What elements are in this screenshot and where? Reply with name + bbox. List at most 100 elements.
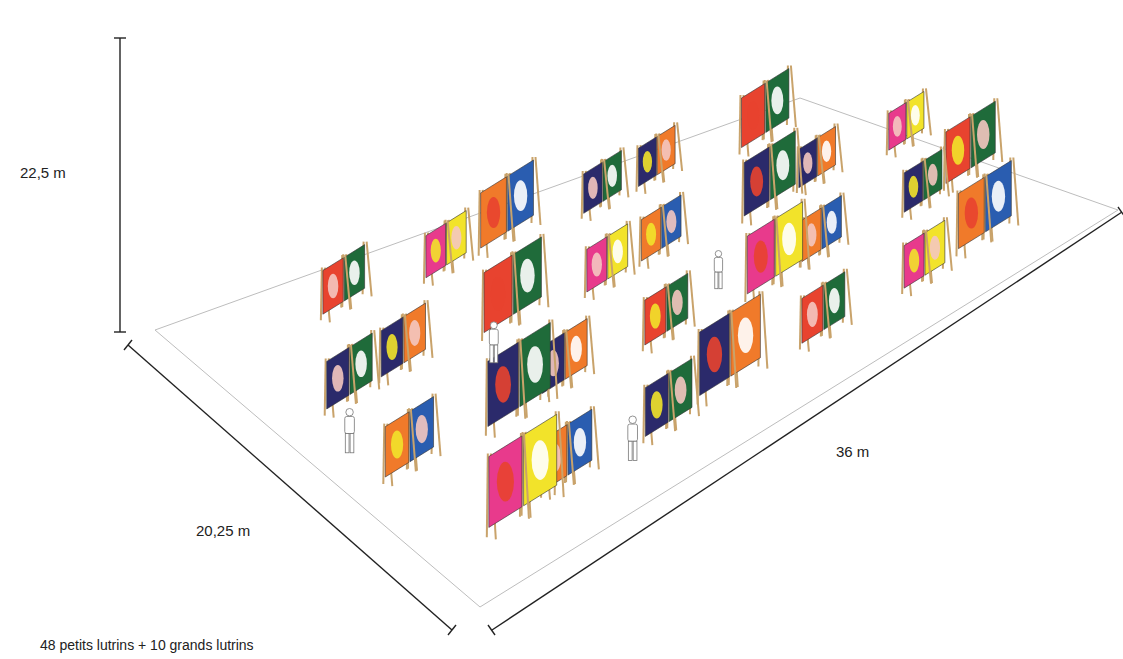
- lutrin: [506, 157, 541, 241]
- lutrin: [582, 159, 609, 220]
- poster: [958, 177, 984, 248]
- lutrin: [902, 230, 931, 296]
- poster-motif: [977, 120, 989, 149]
- poster-motif: [992, 181, 1005, 212]
- lutrin: [639, 205, 667, 269]
- easel-leg: [823, 205, 828, 257]
- poster-motif: [776, 150, 789, 180]
- lutrin: [486, 339, 525, 437]
- people-group: [345, 251, 723, 461]
- poster-motif: [588, 177, 598, 199]
- easel-leg: [767, 81, 772, 142]
- easel-leg: [479, 190, 480, 256]
- poster-motif: [952, 136, 964, 165]
- floor-outline: [155, 98, 1118, 607]
- poster-motif: [662, 139, 671, 160]
- easel-leg: [944, 146, 949, 196]
- easel-leg: [486, 358, 487, 435]
- poster-motif: [332, 365, 344, 392]
- poster-motif: [909, 176, 919, 198]
- poster-motif: [532, 440, 549, 480]
- poster: [481, 177, 507, 248]
- lutrin: [511, 234, 548, 325]
- poster-motif: [782, 223, 796, 255]
- poster-motif: [827, 211, 837, 234]
- poster: [587, 237, 607, 292]
- poster: [744, 147, 769, 216]
- lutrin: [487, 433, 529, 539]
- poster-motif: [650, 303, 661, 328]
- easel-leg: [986, 174, 991, 242]
- easel-leg: [508, 174, 513, 242]
- lutrin: [643, 371, 675, 446]
- easel-leg: [843, 193, 848, 245]
- dimension-label: 22,5 m: [20, 164, 66, 182]
- lutrin: [585, 234, 614, 300]
- easel-leg: [448, 220, 453, 273]
- poster-motif: [965, 198, 978, 229]
- lutrin: [816, 124, 843, 184]
- easel-leg: [926, 230, 931, 283]
- easel-leg: [668, 284, 673, 340]
- poster: [327, 348, 349, 409]
- summary-note: 48 petits lutrins + 10 grands lutrins: [40, 637, 254, 654]
- easel-leg: [947, 217, 952, 270]
- poster-motif: [675, 376, 687, 403]
- poster: [741, 84, 764, 148]
- lutrin: [482, 252, 519, 343]
- easel-leg: [524, 433, 529, 519]
- poster: [889, 103, 906, 150]
- lutrin: [774, 199, 810, 287]
- easel-leg: [487, 454, 488, 538]
- easel-leg: [325, 358, 326, 415]
- poster-motif: [571, 336, 582, 362]
- lutrin: [887, 100, 913, 158]
- lutrin: [820, 193, 848, 257]
- poster-motif: [328, 274, 339, 298]
- poster: [946, 117, 970, 184]
- poster-motif: [893, 116, 902, 137]
- easel-leg: [609, 234, 614, 288]
- poster-motif: [607, 165, 617, 187]
- lutrin: [518, 319, 557, 417]
- easel-leg: [771, 144, 776, 210]
- poster: [904, 161, 922, 212]
- easel-leg: [739, 95, 740, 154]
- poster-motif: [829, 288, 840, 313]
- easel-group: [321, 66, 1018, 540]
- lutrin: [601, 147, 628, 208]
- easel-leg: [623, 147, 628, 197]
- easel-leg: [566, 330, 571, 388]
- poster: [323, 258, 343, 314]
- poster: [385, 412, 409, 477]
- poster: [638, 137, 656, 186]
- lutrin: [768, 128, 802, 209]
- poster-motif: [707, 337, 722, 373]
- lutrin: [383, 409, 416, 486]
- easel-leg: [543, 234, 548, 307]
- lutrin: [923, 217, 952, 283]
- easel-leg: [383, 424, 384, 484]
- lutrin: [922, 146, 949, 207]
- lutrin: [698, 311, 737, 407]
- poster-motif: [613, 239, 623, 263]
- lutrin: [956, 174, 991, 258]
- easel-leg: [956, 190, 957, 256]
- lutrin: [822, 269, 852, 338]
- poster-motif: [747, 102, 759, 130]
- easel-leg: [424, 233, 425, 284]
- easel-leg: [585, 246, 586, 298]
- lutrin: [636, 134, 663, 194]
- lutrin: [742, 144, 776, 225]
- easel-leg: [535, 157, 540, 225]
- dimension-lines: [114, 38, 1123, 635]
- lutrin: [379, 314, 410, 385]
- poster-motif: [431, 239, 441, 263]
- lutrin: [764, 66, 796, 142]
- poster-motif: [386, 334, 397, 360]
- easel-leg: [776, 216, 781, 287]
- easel-leg: [762, 291, 767, 368]
- easel-leg: [482, 270, 483, 341]
- poster-motif: [672, 290, 683, 315]
- easel-leg: [520, 339, 525, 418]
